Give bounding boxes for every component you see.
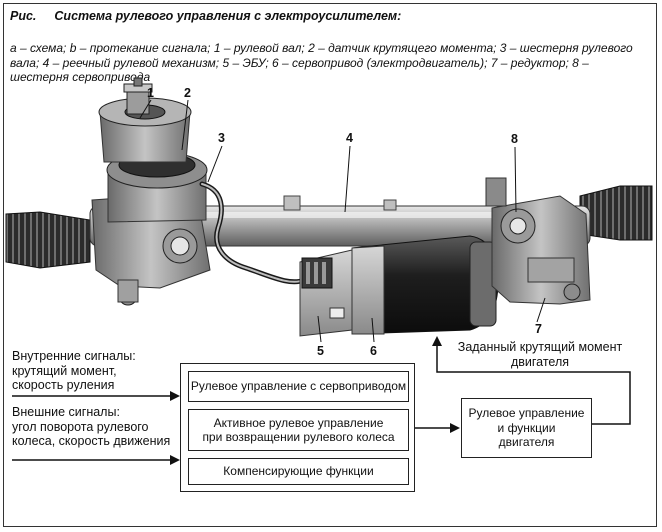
box-active-return: Активное рулевое управление при возвраще… xyxy=(188,409,409,451)
callout-2: 2 xyxy=(184,86,191,100)
box-engine-line1: Рулевое управление xyxy=(468,406,585,421)
external-signals-line3: колеса, скорость движения xyxy=(12,434,171,448)
internal-signals-line2: крутящий момент, xyxy=(12,363,117,378)
box-servo-steering: Рулевое управление с сервоприводом xyxy=(188,371,409,402)
internal-signals-line3: скорость руления xyxy=(12,378,115,392)
figure-legend: a – схема; b – протекание сигнала; 1 – р… xyxy=(10,41,633,84)
box-active-return-line2: при возвращении рулевого колеса xyxy=(202,430,395,444)
left-bellows xyxy=(5,211,91,269)
box-servo-steering-text: Рулевое управление с сервоприводом xyxy=(190,379,407,394)
target-torque-line1: Заданный крутящий момент xyxy=(457,340,623,354)
external-signals-line2: угол поворота рулевого xyxy=(12,419,149,434)
box-engine-functions: Рулевое управление и функции двигателя xyxy=(461,398,592,458)
sensor-cable xyxy=(199,181,307,285)
torque-sensor-assembly xyxy=(98,77,208,223)
callout-7: 7 xyxy=(535,322,542,336)
callout-1: 1 xyxy=(147,86,154,100)
callout-4: 4 xyxy=(346,131,353,145)
target-torque-label: Заданный крутящий момент двигателя xyxy=(440,340,640,370)
callout-8: 8 xyxy=(511,132,518,146)
callout-leaders xyxy=(139,99,546,343)
internal-signals-line1: Внутренние сигналы: xyxy=(12,349,136,363)
box-engine-line3: двигателя xyxy=(498,435,555,450)
external-signals-label: Внешние сигналы: угол поворота рулевого … xyxy=(12,405,170,449)
external-signals-line1: Внешние сигналы: xyxy=(12,405,120,419)
steering-functions-group xyxy=(180,363,415,492)
signal-flow-arrows xyxy=(12,336,631,465)
callout-6: 6 xyxy=(370,344,377,358)
reduction-gearbox xyxy=(485,177,591,305)
box-compensating: Компенсирующие функции xyxy=(188,458,409,485)
box-compensating-text: Компенсирующие функции xyxy=(223,464,374,479)
figure-label: Рис. xyxy=(10,9,37,23)
callout-3: 3 xyxy=(218,131,225,145)
figure-title: Система рулевого управления с электроуси… xyxy=(54,9,402,23)
internal-signals-label: Внутренние сигналы: крутящий момент, ско… xyxy=(12,349,136,393)
ecu-unit xyxy=(299,249,353,337)
right-bellows xyxy=(579,185,653,241)
box-active-return-line1: Активное рулевое управление xyxy=(213,415,384,430)
target-torque-line2: двигателя xyxy=(510,355,570,369)
callout-5: 5 xyxy=(317,344,324,358)
figure-frame xyxy=(3,3,657,527)
figure-caption-title: Рис. Система рулевого управления с электр… xyxy=(10,9,401,23)
box-engine-line2: и функции xyxy=(497,420,556,435)
servo-motor xyxy=(351,235,499,335)
